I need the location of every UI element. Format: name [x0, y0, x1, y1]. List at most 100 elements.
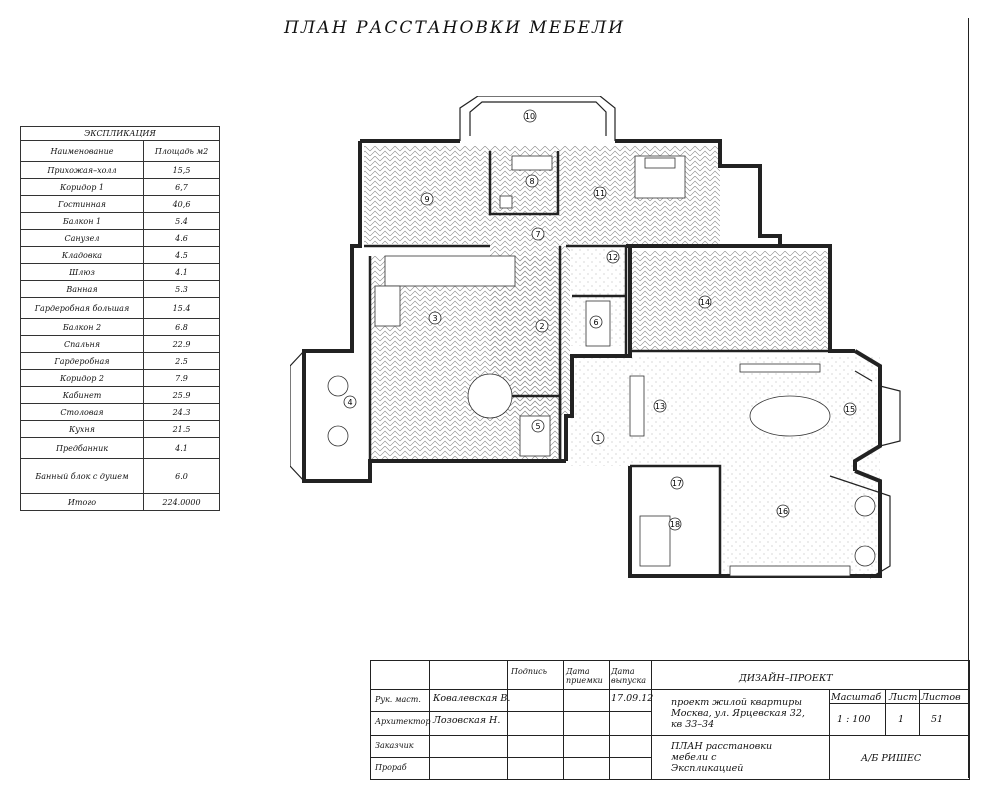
room-area: 6.8 [143, 318, 220, 336]
stamp-sheet-title-line3: Экспликацией [671, 763, 744, 774]
stamp-date: 17.09.12 [611, 693, 654, 704]
room-marker [535, 319, 549, 333]
room-name: Кладовка [20, 246, 144, 264]
room-area: 5.3 [143, 280, 220, 298]
room-number: 16 [778, 507, 788, 516]
stamp-col-sheet: Лист [889, 692, 918, 703]
stamp-project-line3: кв 33–34 [671, 719, 715, 730]
room-number: 11 [595, 189, 605, 198]
room-area: 15.4 [143, 297, 220, 319]
stamp-col-sheets: Листов [921, 692, 961, 703]
frame-border [968, 18, 969, 778]
room-name: Шлюз [20, 263, 144, 281]
stamp-sheets: 51 [931, 714, 944, 725]
room-name: Столовая [20, 403, 144, 421]
room-area: 4.1 [143, 263, 220, 281]
room-area: 5.4 [143, 212, 220, 230]
room-number: 13 [655, 402, 665, 411]
explication-table: ЭКСПЛИКАЦИЯ Наименование Площадь м2 Прих… [20, 126, 220, 511]
room-area: 22.9 [143, 335, 220, 353]
room-number: 12 [608, 253, 618, 262]
room-name: Гостинная [20, 195, 144, 213]
stamp-company: А/Б РИШЕС [861, 753, 922, 764]
room-number: 17 [672, 479, 682, 488]
room-name: Кабинет [20, 386, 144, 404]
room-marker [593, 186, 607, 200]
room-number: 4 [347, 398, 352, 407]
stamp-col-scale: Масштаб [831, 692, 882, 703]
total-label: Итого [20, 493, 144, 511]
room-name: Балкон 1 [20, 212, 144, 230]
room-area: 4.6 [143, 229, 220, 247]
room-marker [531, 227, 545, 241]
room-number: 8 [529, 177, 534, 186]
room-number: 9 [424, 195, 429, 204]
room-name: Кухня [20, 420, 144, 438]
room-marker [606, 250, 620, 264]
stamp-design-project: ДИЗАЙН–ПРОЕКТ [739, 673, 833, 684]
room-marker [420, 192, 434, 206]
room-number: 6 [593, 318, 598, 327]
room-number: 7 [535, 230, 540, 239]
stamp-col-date-accept: Дата приемки [566, 667, 603, 685]
room-area: 6.0 [143, 458, 220, 494]
room-area: 21.5 [143, 420, 220, 438]
room-area: 25.9 [143, 386, 220, 404]
room-area: 40,6 [143, 195, 220, 213]
room-name: Банный блок с душем [20, 458, 144, 494]
room-name: Прихожая–холл [20, 161, 144, 179]
room-name: Спальня [20, 335, 144, 353]
room-number: 2 [539, 322, 544, 331]
room-area: 2.5 [143, 352, 220, 370]
room-marker [525, 174, 539, 188]
room-name: Балкон 2 [20, 318, 144, 336]
title-block: Подпись Дата приемки Дата выпуска ДИЗАЙН… [370, 660, 970, 780]
room-area: 24.3 [143, 403, 220, 421]
room-area: 6,7 [143, 178, 220, 196]
room-number: 14 [700, 298, 710, 307]
room-marker [653, 399, 667, 413]
room-name: Гардеробная [20, 352, 144, 370]
room-14-floor [630, 251, 830, 351]
room-name: Гардеробная большая [20, 297, 144, 319]
dining-floor [570, 356, 880, 466]
room-marker [523, 109, 537, 123]
room-marker [670, 476, 684, 490]
room-number: 5 [535, 422, 540, 431]
room-marker [591, 431, 605, 445]
room-number: 1 [595, 434, 600, 443]
total-value: 224.0000 [143, 493, 220, 511]
room-name: Ванная [20, 280, 144, 298]
room-name: Предбанник [20, 437, 144, 459]
room-marker [668, 517, 682, 531]
room-marker [843, 402, 857, 416]
column-header-name: Наименование [20, 140, 144, 162]
stamp-project-line2: Москва, ул. Ярцевская 32, [671, 708, 805, 719]
room-name: Санузел [20, 229, 144, 247]
stamp-col-date-issue: Дата выпуска [611, 667, 646, 685]
room-area: 4.5 [143, 246, 220, 264]
stamp-role-client: Заказчик [375, 741, 414, 750]
room-number: 10 [525, 112, 535, 121]
room-marker [343, 395, 357, 409]
stamp-scale: 1 : 100 [837, 714, 871, 725]
stamp-col-sign: Подпись [511, 667, 548, 676]
room-marker [428, 311, 442, 325]
room-area: 15,5 [143, 161, 220, 179]
